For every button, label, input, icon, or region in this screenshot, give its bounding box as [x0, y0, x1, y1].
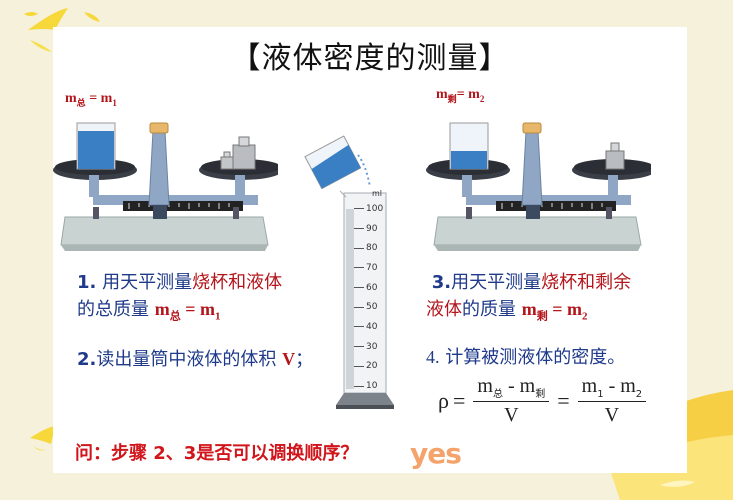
step-formula: m总 = m1	[154, 299, 221, 323]
step-text-emphasis: 液体	[426, 299, 462, 320]
step-2: 2.读出量筒中液体的体积 V；	[77, 346, 313, 373]
mass-equals: = m	[85, 91, 113, 106]
slide-panel: 【液体密度的测量】 m总 = m1	[53, 27, 687, 473]
scale-right-mass-label: m剩= m2	[436, 87, 484, 105]
tick: 40	[354, 317, 394, 337]
step-formula: m剩 = m2	[521, 299, 588, 323]
balance-scale-remaining-beaker-icon	[426, 122, 651, 251]
balance-scale-full-beaker-icon	[53, 122, 278, 251]
tick: 100	[354, 199, 394, 219]
mass-symbol: m	[65, 91, 77, 106]
cylinder-ticks: 100 90 80 70 60 50 40 30 20 10	[354, 199, 394, 396]
step-text: 用天平测量	[451, 272, 542, 293]
step-text: 读出量筒中液体的体积	[96, 349, 283, 370]
equals-sign: =	[452, 388, 466, 413]
step-number: 1.	[77, 272, 97, 293]
mass-equals: = m	[456, 87, 480, 102]
decoration-bottom-left-icon	[30, 426, 55, 451]
step-text-emphasis: V	[282, 349, 296, 369]
step-text: 用天平测量	[96, 272, 193, 293]
fraction-m1-minus-m2: m1 - m2 V	[577, 375, 647, 427]
tick: 30	[354, 337, 394, 357]
slide-title: 【液体密度的测量】	[230, 41, 510, 76]
tick: 80	[354, 238, 394, 258]
step-4: 4. 计算被测液体的密度。	[426, 344, 625, 371]
step-text: 的总质量	[77, 299, 155, 320]
mass-symbol: m	[436, 87, 448, 102]
step-text: ；	[295, 349, 314, 370]
density-formula: ρ = m总 - m剩 V = m1 - m2 V	[438, 375, 650, 427]
fraction-total-minus-remaining: m总 - m剩 V	[473, 375, 550, 427]
step-number: 2.	[77, 349, 97, 370]
step-text: 的质量	[462, 299, 522, 320]
scale-left-mass-label: m总 = m1	[65, 91, 117, 109]
tick: 70	[354, 258, 394, 278]
step-text: 计算被测液体的密度。	[439, 347, 626, 368]
mass-subscript: 总	[76, 97, 86, 108]
step-text-emphasis: 烧杯和剩余	[541, 272, 632, 293]
tick: 50	[354, 297, 394, 317]
answer-yes: yes	[410, 437, 462, 470]
tick: 10	[354, 376, 394, 396]
mass-index: 2	[479, 93, 485, 104]
cylinder-unit: ml	[372, 189, 383, 198]
mass-index: 1	[112, 97, 117, 108]
tick: 90	[354, 219, 394, 239]
measuring-cylinder-icon	[336, 190, 394, 409]
question-text: 问：步骤 2、3是否可以调换顺序？	[75, 443, 359, 464]
pouring-beaker-icon	[304, 135, 371, 190]
step-number: 3.	[431, 272, 452, 293]
step-text-emphasis: 烧杯和液体	[192, 272, 283, 293]
step-1: 1. 用天平测量烧杯和液体 的总质量 m总 = m1	[77, 270, 282, 330]
rho-symbol: ρ	[438, 388, 449, 413]
equals-sign: =	[557, 388, 570, 413]
tick: 20	[354, 357, 394, 377]
decoration-top-left-icon	[24, 8, 100, 52]
tick: 60	[354, 278, 394, 298]
mass-subscript: 剩	[447, 93, 457, 104]
step-number: 4.	[426, 347, 440, 367]
step-3: 3.用天平测量烧杯和剩余 液体的质量 m剩 = m2	[426, 270, 631, 330]
measuring-cylinder: ml 100 90 80 70 60 50 40 30 20 10	[336, 187, 396, 412]
